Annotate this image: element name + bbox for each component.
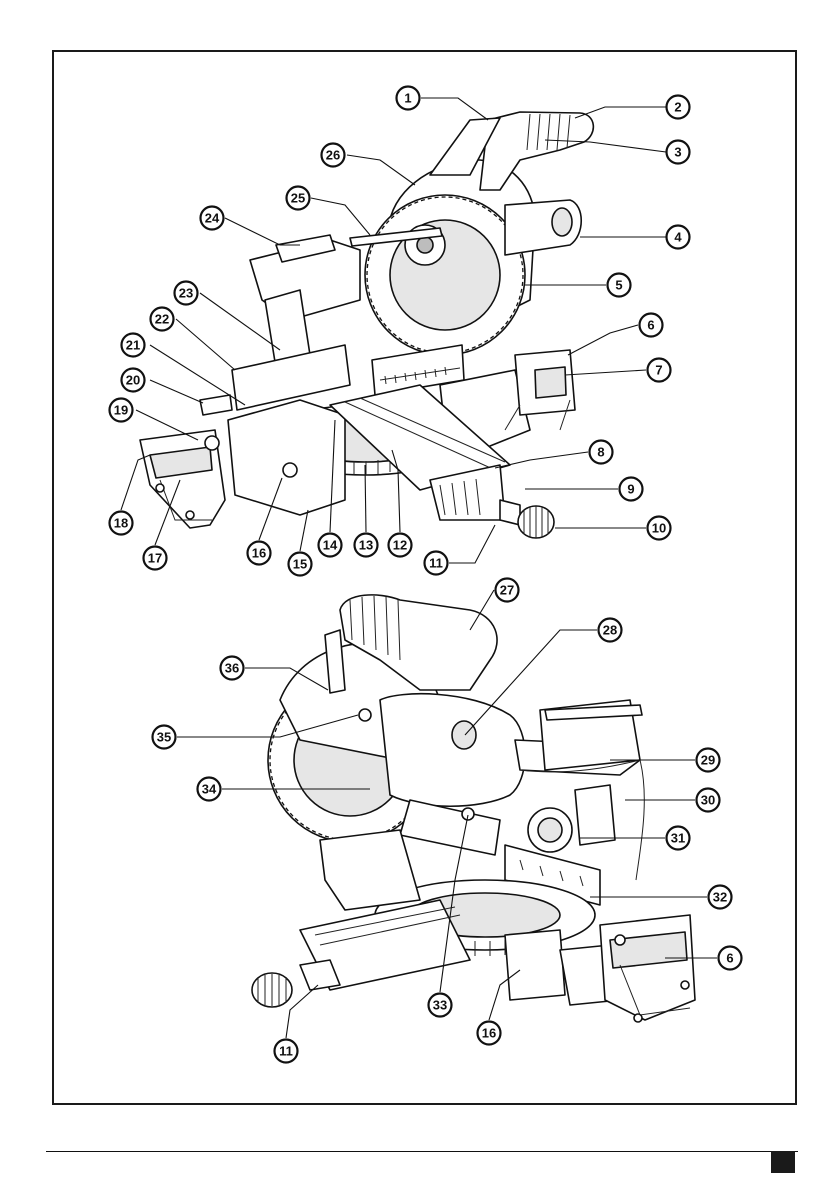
svg-text:5: 5 xyxy=(615,278,622,293)
svg-text:8: 8 xyxy=(597,445,604,460)
svg-text:6: 6 xyxy=(647,318,654,333)
top-saw-illustration xyxy=(140,112,593,538)
callout-16-bottom: 16 xyxy=(478,1022,501,1045)
callout-31: 31 xyxy=(667,827,690,850)
callout-2: 2 xyxy=(667,96,690,119)
svg-text:20: 20 xyxy=(126,373,140,388)
svg-text:22: 22 xyxy=(155,312,169,327)
callout-36: 36 xyxy=(221,657,244,680)
callout-26: 26 xyxy=(322,144,345,167)
callout-4: 4 xyxy=(667,226,690,249)
callout-23: 23 xyxy=(175,282,198,305)
callout-25: 25 xyxy=(287,187,310,210)
svg-text:26: 26 xyxy=(326,148,340,163)
callout-13: 13 xyxy=(355,534,378,557)
svg-text:16: 16 xyxy=(482,1026,496,1041)
callout-12: 12 xyxy=(389,534,412,557)
svg-text:13: 13 xyxy=(359,538,373,553)
svg-text:23: 23 xyxy=(179,286,193,301)
callout-14: 14 xyxy=(319,534,342,557)
callout-11-bottom: 11 xyxy=(275,1040,298,1063)
svg-text:31: 31 xyxy=(671,831,685,846)
callout-24: 24 xyxy=(201,207,224,230)
bottom-saw-illustration xyxy=(252,595,695,1022)
svg-text:2: 2 xyxy=(674,100,681,115)
svg-text:19: 19 xyxy=(114,403,128,418)
svg-text:17: 17 xyxy=(148,551,162,566)
svg-text:28: 28 xyxy=(603,623,617,638)
svg-text:14: 14 xyxy=(323,538,338,553)
callout-17: 17 xyxy=(144,547,167,570)
callout-27: 27 xyxy=(496,579,519,602)
callout-6: 6 xyxy=(640,314,663,337)
callout-16-top: 16 xyxy=(248,542,271,565)
callout-21: 21 xyxy=(122,334,145,357)
svg-text:33: 33 xyxy=(433,998,447,1013)
svg-text:3: 3 xyxy=(674,145,681,160)
svg-text:1: 1 xyxy=(404,91,411,106)
svg-text:34: 34 xyxy=(202,782,217,797)
callout-32: 32 xyxy=(709,886,732,909)
svg-text:35: 35 xyxy=(157,730,171,745)
callout-19: 19 xyxy=(110,399,133,422)
svg-text:16: 16 xyxy=(252,546,266,561)
callout-22: 22 xyxy=(151,308,174,331)
callout-11-top: 11 xyxy=(425,552,448,575)
callout-3: 3 xyxy=(667,141,690,164)
footer-rule xyxy=(46,1151,798,1152)
callout-20: 20 xyxy=(122,369,145,392)
callout-28: 28 xyxy=(599,619,622,642)
svg-text:25: 25 xyxy=(291,191,305,206)
svg-text:27: 27 xyxy=(500,583,514,598)
svg-text:30: 30 xyxy=(701,793,715,808)
svg-text:10: 10 xyxy=(652,521,666,536)
svg-text:29: 29 xyxy=(701,753,715,768)
svg-text:18: 18 xyxy=(114,516,128,531)
callout-6-bottom: 6 xyxy=(719,947,742,970)
svg-text:7: 7 xyxy=(655,363,662,378)
callout-18: 18 xyxy=(110,512,133,535)
callout-9: 9 xyxy=(620,478,643,501)
callout-1: 1 xyxy=(397,87,420,110)
callout-34: 34 xyxy=(198,778,221,801)
svg-text:15: 15 xyxy=(293,557,307,572)
svg-text:24: 24 xyxy=(205,211,220,226)
callout-5: 5 xyxy=(608,274,631,297)
svg-text:11: 11 xyxy=(429,556,443,571)
svg-text:12: 12 xyxy=(393,538,407,553)
callout-10: 10 xyxy=(648,517,671,540)
page-marker-block xyxy=(771,1151,795,1173)
svg-text:4: 4 xyxy=(674,230,682,245)
svg-text:36: 36 xyxy=(225,661,239,676)
callout-8: 8 xyxy=(590,441,613,464)
callout-7: 7 xyxy=(648,359,671,382)
svg-text:11: 11 xyxy=(279,1044,293,1059)
svg-text:6: 6 xyxy=(726,951,733,966)
callout-15: 15 xyxy=(289,553,312,576)
svg-text:32: 32 xyxy=(713,890,727,905)
callout-30: 30 xyxy=(697,789,720,812)
callout-35: 35 xyxy=(153,726,176,749)
callout-33: 33 xyxy=(429,994,452,1017)
svg-text:21: 21 xyxy=(126,338,140,353)
svg-text:9: 9 xyxy=(627,482,634,497)
callout-29: 29 xyxy=(697,749,720,772)
